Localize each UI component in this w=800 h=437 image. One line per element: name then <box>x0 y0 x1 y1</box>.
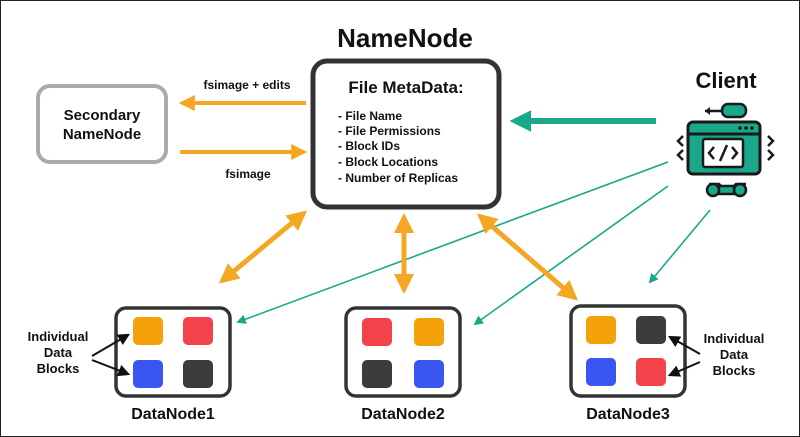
data-block <box>414 360 444 388</box>
right-annotation-arrow-bottom <box>667 361 701 377</box>
code-window-gear-icon <box>676 102 775 198</box>
secondary-namenode-line2: NameNode <box>63 126 141 143</box>
datanode2-label: DataNode2 <box>361 406 445 423</box>
left-annotation-arrow-bottom <box>91 359 131 377</box>
client-title: Client <box>695 68 757 93</box>
right-annotation-line2: Data <box>720 347 749 362</box>
left-annotation-line2: Data <box>44 345 73 360</box>
metadata-item-block-locations: - Block Locations <box>338 155 438 169</box>
datanode3-label: DataNode3 <box>586 406 670 423</box>
fsimage-edits-label: fsimage + edits <box>203 78 290 92</box>
datanode1-label: DataNode1 <box>131 406 215 423</box>
left-annotation-line3: Blocks <box>37 361 80 376</box>
namenode-datanode1-link <box>218 210 308 284</box>
namenode-title: NameNode <box>337 23 473 53</box>
fsimage-label: fsimage <box>225 167 271 181</box>
data-block <box>586 358 616 386</box>
data-block <box>133 360 163 388</box>
data-block <box>586 316 616 344</box>
right-annotation-line3: Blocks <box>713 363 756 378</box>
metadata-item-replicas: - Number of Replicas <box>338 171 458 185</box>
client-to-datanode1-arrow <box>236 161 669 324</box>
metadata-item-file-name: - File Name <box>338 109 402 123</box>
data-block <box>183 317 213 345</box>
data-block <box>183 360 213 388</box>
right-annotation-arrow-top <box>667 335 701 355</box>
data-block <box>362 360 392 388</box>
data-block <box>636 316 666 344</box>
file-metadata-heading: File MetaData: <box>348 78 463 97</box>
data-block <box>636 358 666 386</box>
client-to-datanode2-arrow <box>473 185 669 326</box>
secondary-namenode-box <box>36 84 168 164</box>
secondary-namenode-line1: Secondary <box>64 107 141 124</box>
left-annotation-arrow-top <box>91 333 131 357</box>
right-annotation-line1: Individual <box>704 331 765 346</box>
metadata-item-file-permissions: - File Permissions <box>338 124 441 138</box>
data-block <box>362 318 392 346</box>
data-block <box>414 318 444 346</box>
left-annotation-line1: Individual <box>28 329 89 344</box>
data-block <box>133 317 163 345</box>
metadata-item-block-ids: - Block IDs <box>338 139 400 153</box>
namenode-box <box>310 58 502 210</box>
client-to-datanode3-arrow <box>648 209 711 284</box>
namenode-datanode3-link <box>476 213 579 301</box>
